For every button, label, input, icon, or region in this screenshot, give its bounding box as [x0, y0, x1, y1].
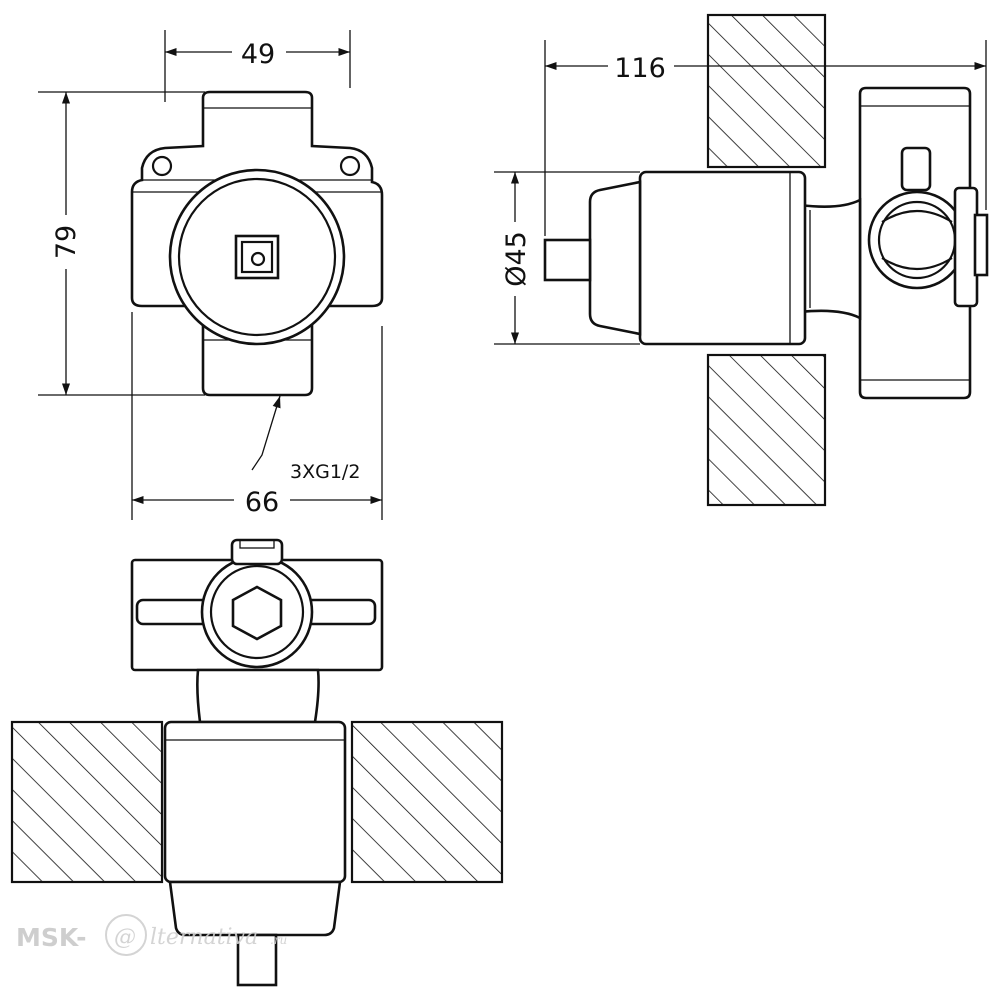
dimension-length: 116	[614, 53, 666, 84]
wall-section-lower	[706, 353, 827, 507]
watermark-at: @	[114, 925, 136, 950]
front-dimensions: 49 79 66 3XG1/2	[38, 30, 383, 520]
dimension-width-bottom: 66	[245, 487, 279, 518]
top-cover-cylinder	[163, 720, 347, 884]
side-view	[543, 13, 989, 507]
top-spindle	[236, 933, 278, 987]
mounting-hole-left	[151, 155, 173, 177]
watermark: MSK- @ lternativa .ru	[16, 914, 287, 956]
dimension-diameter: Ø45	[501, 231, 532, 287]
watermark-brand: MSK-	[16, 923, 86, 952]
dimension-height: 79	[51, 225, 82, 259]
side-cover-cap	[588, 180, 642, 336]
top-cover-cap	[168, 880, 342, 937]
watermark-script: lternativa	[150, 925, 258, 950]
wall-section-left	[10, 720, 164, 884]
side-top-stub	[900, 146, 932, 192]
thread-note: 3XG1/2	[290, 461, 360, 483]
front-view	[130, 90, 384, 397]
side-dimensions: 116 Ø45	[494, 40, 987, 345]
top-view	[10, 538, 504, 987]
wall-section-right	[350, 720, 504, 884]
mounting-hole-right	[339, 155, 361, 177]
top-hex-nut	[231, 585, 283, 641]
watermark-suffix: .ru	[270, 933, 287, 947]
side-spindle	[543, 238, 592, 282]
side-cover-cylinder	[638, 170, 807, 346]
dimension-width-top: 49	[241, 39, 275, 70]
wall-section-upper	[706, 13, 827, 169]
